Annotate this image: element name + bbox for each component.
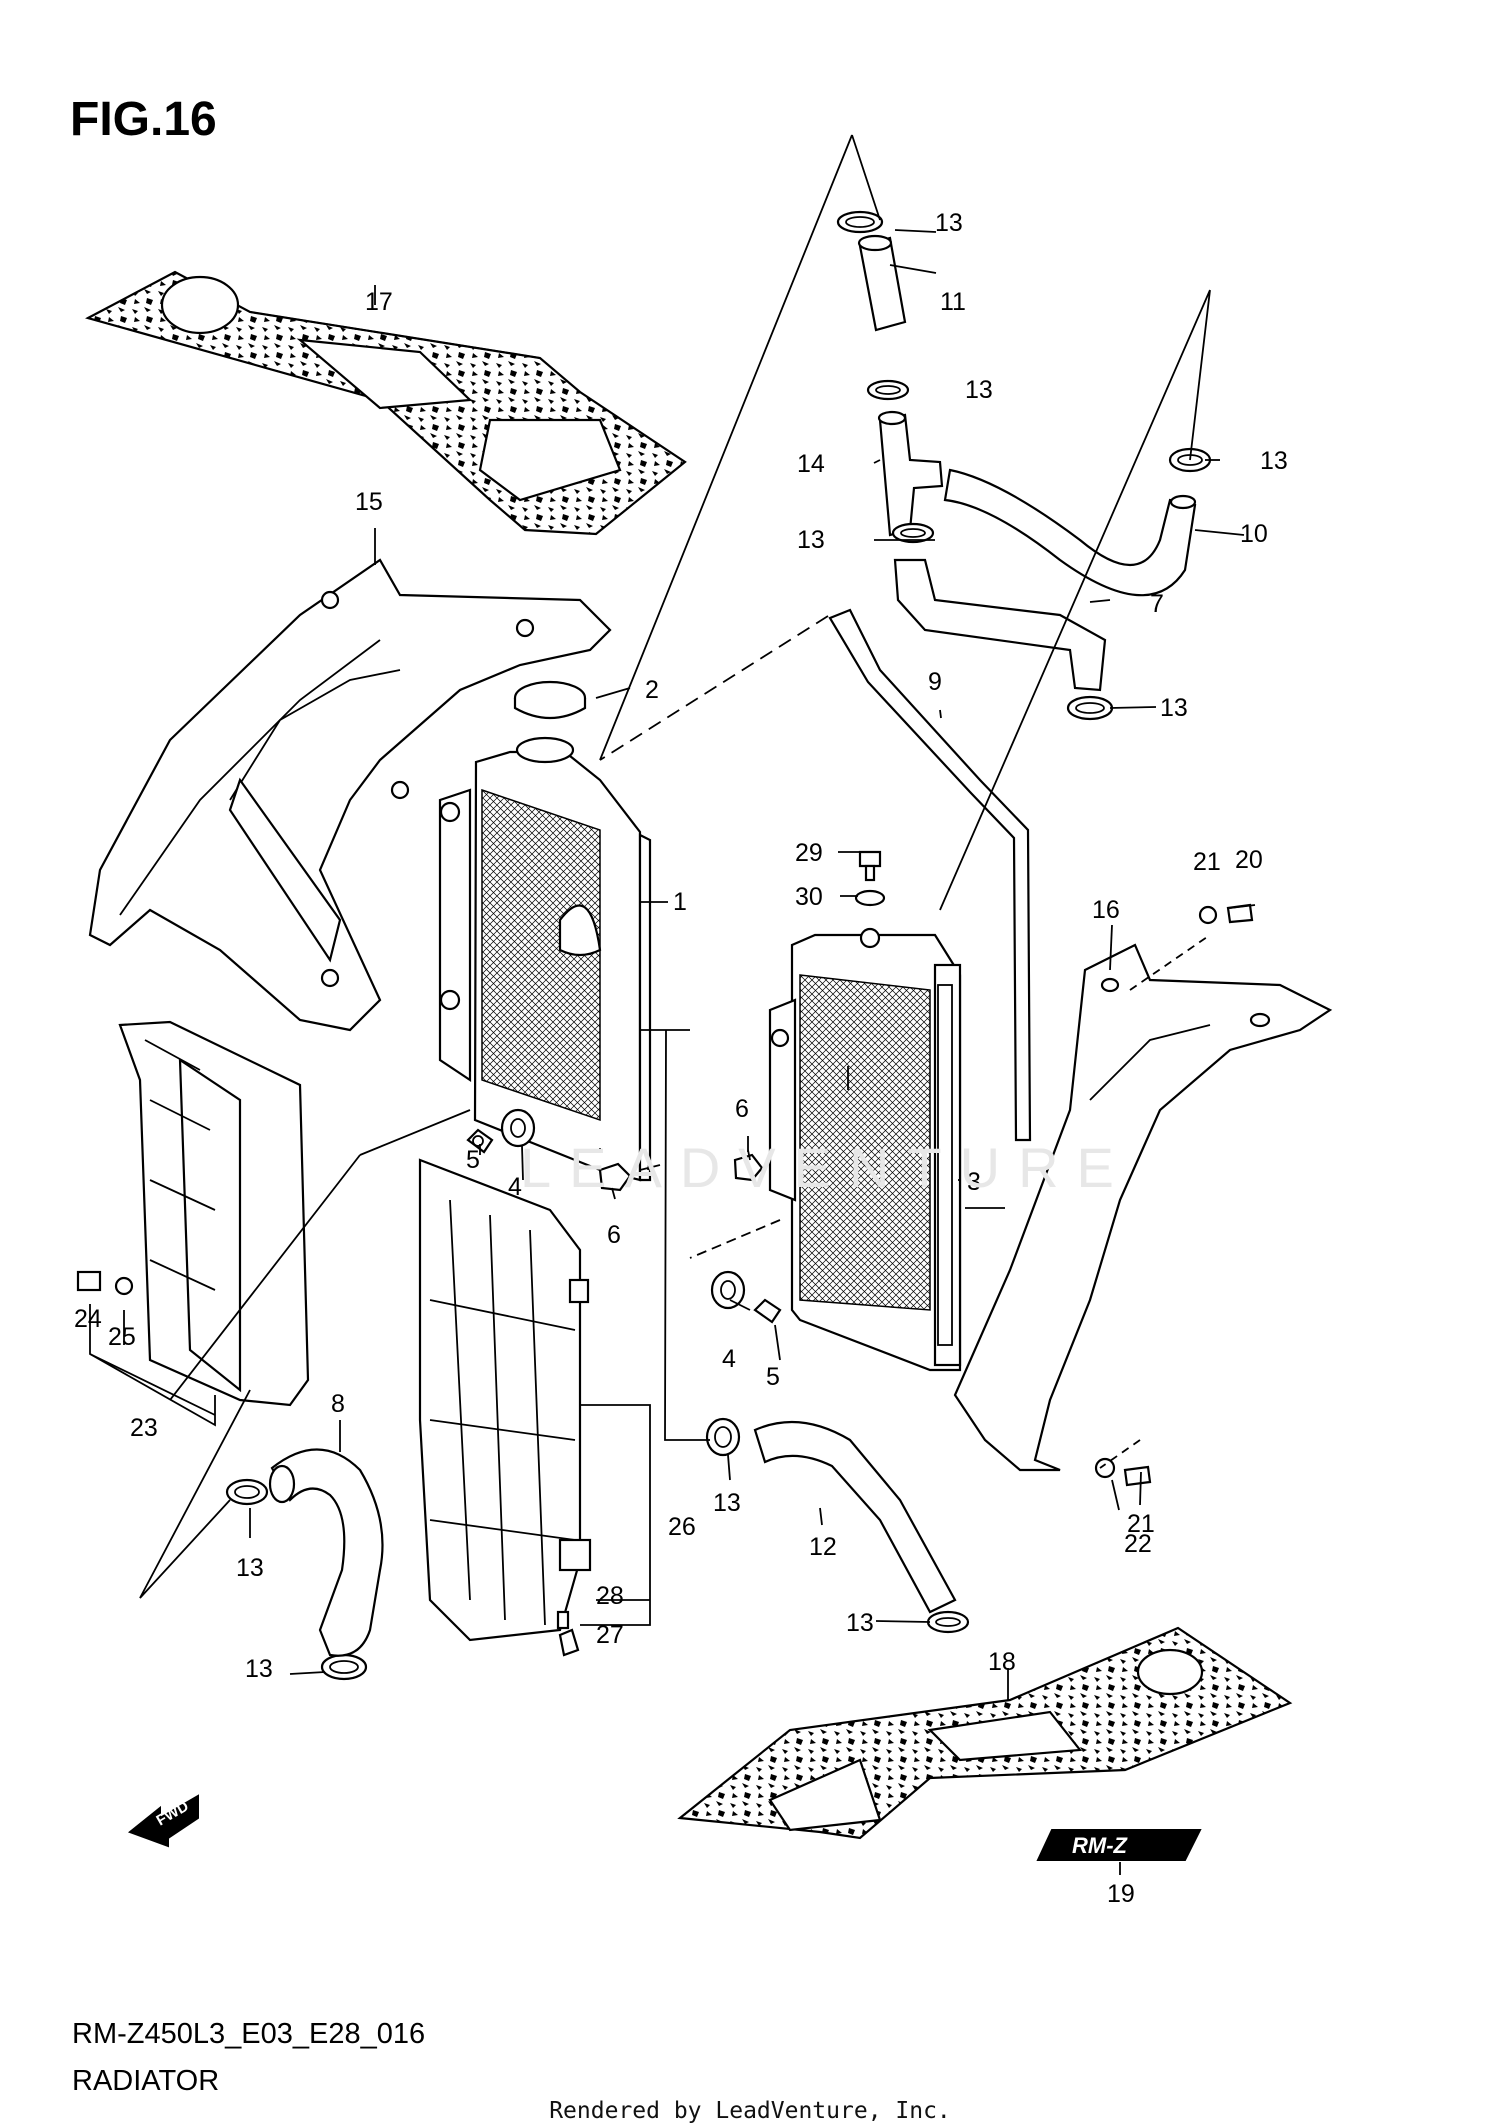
callout-27: 27 xyxy=(596,1621,624,1649)
hose-clamp xyxy=(926,1610,970,1634)
callout-13: 13 xyxy=(797,526,825,554)
callout-19: 19 xyxy=(1107,1880,1135,1908)
radiator-hose-lower-left xyxy=(268,1448,384,1657)
emblem-text: RM-Z xyxy=(1072,1833,1129,1858)
callout-13: 13 xyxy=(965,376,993,404)
watermark-text: LEADVENTURE xyxy=(520,1136,1132,1199)
hose-clamp xyxy=(891,522,935,544)
callout-9: 9 xyxy=(928,668,942,696)
callout-22: 22 xyxy=(1124,1530,1152,1558)
callout-8: 8 xyxy=(331,1390,345,1418)
callout-15: 15 xyxy=(355,488,383,516)
callout-13: 13 xyxy=(935,209,963,237)
hose-joint-t xyxy=(877,410,944,537)
callout-21: 21 xyxy=(1193,848,1221,876)
grommet-right xyxy=(710,1270,746,1310)
shroud-bolt-bottom xyxy=(1123,1465,1152,1487)
guard-clip xyxy=(556,1610,570,1630)
callout-14: 14 xyxy=(797,450,825,478)
callout-13: 13 xyxy=(713,1489,741,1517)
hose-clamp xyxy=(866,379,910,401)
radiator-left xyxy=(438,736,652,1182)
screw-small xyxy=(114,1276,134,1296)
collar-right xyxy=(753,1298,782,1324)
bolt-right xyxy=(858,850,882,882)
guard-nut xyxy=(558,1628,580,1657)
callout-17: 17 xyxy=(365,288,393,316)
hose-upper-short xyxy=(857,234,907,332)
shroud-decal-upper xyxy=(85,270,687,536)
render-credit: Rendered by LeadVenture, Inc. xyxy=(549,2098,951,2124)
radiator-shroud-right xyxy=(953,943,1333,1472)
callout-13: 13 xyxy=(245,1655,273,1683)
shroud-washer-top xyxy=(1198,905,1218,925)
radiator-hose-long xyxy=(828,608,1032,1142)
shroud-decal-lower xyxy=(677,1626,1293,1840)
callout-16: 16 xyxy=(1092,896,1120,924)
forward-arrow: FWD xyxy=(127,1794,199,1848)
leader-lines xyxy=(89,134,1256,1875)
section-name: RADIATOR xyxy=(72,2065,220,2097)
drawing-code: RM-Z450L3_E03_E28_016 xyxy=(72,2018,426,2050)
callout-labels: 1 2 3 4 4 5 5 6 6 7 8 9 10 11 12 13 13 1… xyxy=(74,209,1288,1908)
shroud-washer-bottom xyxy=(1094,1457,1116,1479)
callout-5: 5 xyxy=(466,1146,480,1174)
callout-25: 25 xyxy=(108,1323,136,1351)
callout-13: 13 xyxy=(846,1609,874,1637)
callout-30: 30 xyxy=(795,883,823,911)
radiator-guard xyxy=(418,1158,592,1642)
cushion-left xyxy=(598,1162,632,1192)
callout-13: 13 xyxy=(1160,694,1188,722)
callout-18: 18 xyxy=(988,1648,1016,1676)
rmz-emblem: RM-Z xyxy=(1036,1829,1202,1861)
callout-3: 3 xyxy=(967,1168,981,1196)
radiator-shroud-left xyxy=(88,558,612,1032)
callout-13: 13 xyxy=(236,1554,264,1582)
callout-4: 4 xyxy=(722,1345,736,1373)
grommet-left xyxy=(500,1108,536,1148)
nut-clip xyxy=(76,1270,102,1292)
callout-5: 5 xyxy=(766,1363,780,1391)
callout-6: 6 xyxy=(607,1221,621,1249)
radiator-louver-left xyxy=(118,1020,310,1407)
callout-21: 21 xyxy=(1127,1510,1155,1538)
callout-12: 12 xyxy=(809,1533,837,1561)
callout-24: 24 xyxy=(74,1305,102,1333)
callout-1: 1 xyxy=(673,888,687,916)
callout-26: 26 xyxy=(668,1513,696,1541)
hose-clamp xyxy=(320,1653,368,1681)
hose-clamp xyxy=(1066,695,1114,721)
callout-6: 6 xyxy=(735,1095,749,1123)
hose-clamp xyxy=(836,210,884,234)
callout-28: 28 xyxy=(596,1582,624,1610)
collar-left xyxy=(466,1128,494,1154)
radiator-hose-upper xyxy=(943,468,1197,597)
callout-13: 13 xyxy=(1260,447,1288,475)
radiator-hose-lower-right xyxy=(753,1420,957,1614)
washer-right xyxy=(854,889,886,907)
callout-7: 7 xyxy=(1150,590,1164,618)
callout-10: 10 xyxy=(1240,520,1268,548)
hose-clamp xyxy=(225,1478,269,1506)
callout-23: 23 xyxy=(130,1414,158,1442)
callout-2: 2 xyxy=(645,676,659,704)
callout-4: 4 xyxy=(508,1173,522,1201)
hose-clamp xyxy=(705,1417,741,1457)
radiator-hose-middle xyxy=(893,558,1107,692)
callout-20: 20 xyxy=(1235,846,1263,874)
radiator-right xyxy=(768,927,962,1372)
figure-title: FIG.16 xyxy=(70,93,217,146)
radiator-cap xyxy=(513,680,587,719)
callout-11: 11 xyxy=(940,288,966,316)
callout-29: 29 xyxy=(795,839,823,867)
